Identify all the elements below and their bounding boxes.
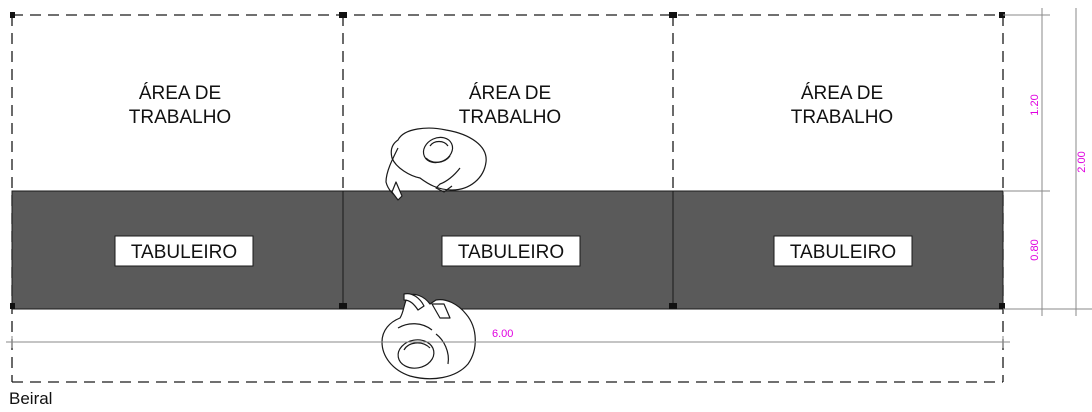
total-height-dimension: 2.00 [1076, 151, 1088, 172]
worker-figure-bottom [381, 293, 476, 380]
board-1-label: TABULEIRO [131, 242, 237, 263]
board-label-bg-1 [114, 235, 254, 267]
worker-hair [429, 140, 449, 147]
board-label-bg-2 [441, 235, 581, 267]
edge-label: Beiral [9, 389, 52, 407]
work-area-1-line2: TRABALHO [129, 107, 231, 128]
worker-arm-line [397, 323, 433, 331]
worker-hair [403, 342, 431, 351]
worker-hand-right [431, 303, 451, 319]
post-marker [999, 303, 1005, 309]
work-area-3-line2: TRABALHO [791, 107, 893, 128]
post-marker [10, 303, 15, 309]
worker-hand-top [403, 293, 425, 311]
worker-figure-top [385, 127, 487, 201]
board-2-label: TABULEIRO [458, 242, 564, 263]
work-area-3-line1: ÁREA DE [801, 83, 883, 104]
post-marker [669, 12, 677, 18]
board-labels: TABULEIRO TABULEIRO TABULEIRO [114, 235, 913, 267]
board-height-dimension: 0.80 [1029, 239, 1041, 260]
length-dimension-text: 6.00 [492, 328, 513, 340]
work-area-labels: ÁREA DE TRABALHO ÁREA DE TRABALHO ÁREA D… [129, 83, 893, 128]
board-label-bg-3 [773, 235, 913, 267]
work-area-height-dimension: 1.20 [1029, 94, 1041, 115]
module-dividers [342, 15, 674, 191]
board-3-label: TABULEIRO [790, 242, 896, 263]
post-marker [339, 12, 347, 18]
post-marker [10, 12, 15, 18]
work-area-1-line1: ÁREA DE [139, 83, 221, 104]
worker-head [397, 339, 435, 369]
work-area-2-line1: ÁREA DE [469, 83, 551, 104]
post-marker [339, 303, 347, 309]
worker-collar [425, 155, 451, 163]
post-marker [999, 12, 1005, 18]
post-marker [669, 303, 677, 309]
post-markers [10, 12, 1005, 309]
worker-hand-left [391, 181, 403, 201]
length-dimension: 6.00 [6, 328, 1010, 348]
worker-shoulder-line [435, 333, 449, 365]
worker-arm-right [435, 167, 461, 193]
work-area-2-line2: TRABALHO [459, 107, 561, 128]
height-dimensions [1003, 8, 1092, 316]
